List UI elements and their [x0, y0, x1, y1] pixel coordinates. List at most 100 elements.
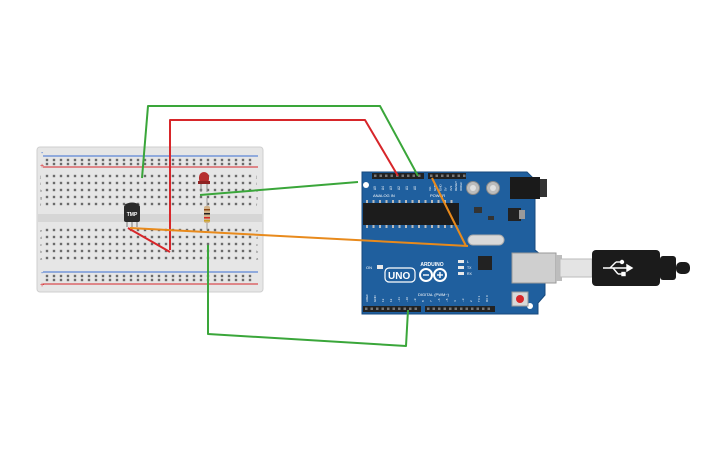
breadboard-hole[interactable] — [66, 249, 70, 253]
breadboard-hole[interactable] — [73, 235, 77, 239]
breadboard-hole[interactable] — [59, 174, 63, 178]
breadboard-hole[interactable] — [143, 174, 147, 178]
breadboard-hole[interactable] — [73, 202, 77, 206]
breadboard-hole[interactable] — [108, 274, 112, 278]
header-pin[interactable] — [482, 307, 485, 311]
breadboard-hole[interactable] — [136, 162, 140, 166]
breadboard-hole[interactable] — [227, 242, 231, 246]
breadboard-hole[interactable] — [185, 249, 189, 253]
breadboard-hole[interactable] — [199, 256, 203, 260]
breadboard-hole[interactable] — [150, 242, 154, 246]
breadboard-hole[interactable] — [178, 278, 182, 282]
breadboard-hole[interactable] — [143, 181, 147, 185]
breadboard-hole[interactable] — [45, 235, 49, 239]
breadboard-hole[interactable] — [220, 278, 224, 282]
breadboard-hole[interactable] — [150, 195, 154, 199]
breadboard-hole[interactable] — [122, 202, 126, 206]
breadboard-hole[interactable] — [248, 278, 252, 282]
breadboard-hole[interactable] — [171, 235, 175, 239]
breadboard-hole[interactable] — [73, 242, 77, 246]
breadboard-hole[interactable] — [143, 202, 147, 206]
breadboard-hole[interactable] — [199, 158, 203, 162]
header-pin[interactable] — [387, 307, 390, 311]
breadboard-hole[interactable] — [136, 195, 140, 199]
breadboard-hole[interactable] — [52, 228, 56, 232]
breadboard-hole[interactable] — [241, 158, 245, 162]
header-pin[interactable] — [443, 307, 447, 311]
breadboard-hole[interactable] — [150, 278, 154, 282]
breadboard-hole[interactable] — [45, 202, 49, 206]
breadboard-hole[interactable] — [178, 158, 182, 162]
breadboard-hole[interactable] — [178, 235, 182, 239]
header-pin[interactable] — [438, 307, 441, 311]
breadboard-hole[interactable] — [185, 274, 189, 278]
breadboard-hole[interactable] — [171, 174, 175, 178]
breadboard-hole[interactable] — [115, 158, 119, 162]
breadboard-hole[interactable] — [80, 162, 84, 166]
breadboard-hole[interactable] — [164, 195, 168, 199]
breadboard-hole[interactable] — [192, 278, 196, 282]
breadboard-hole[interactable] — [73, 162, 77, 166]
breadboard-hole[interactable] — [66, 274, 70, 278]
breadboard-hole[interactable] — [59, 235, 63, 239]
breadboard-hole[interactable] — [115, 256, 119, 260]
breadboard-hole[interactable] — [220, 235, 224, 239]
breadboard-hole[interactable] — [94, 242, 98, 246]
breadboard-hole[interactable] — [164, 256, 168, 260]
breadboard-hole[interactable] — [143, 188, 147, 192]
breadboard-hole[interactable] — [248, 162, 252, 166]
breadboard-hole[interactable] — [234, 181, 238, 185]
breadboard-hole[interactable] — [234, 202, 238, 206]
breadboard-hole[interactable] — [108, 278, 112, 282]
header-pin[interactable] — [365, 307, 368, 311]
breadboard-hole[interactable] — [248, 242, 252, 246]
breadboard-hole[interactable] — [108, 174, 112, 178]
breadboard-hole[interactable] — [52, 242, 56, 246]
breadboard-hole[interactable] — [52, 195, 56, 199]
breadboard-hole[interactable] — [94, 158, 98, 162]
breadboard-hole[interactable] — [59, 195, 63, 199]
breadboard-hole[interactable] — [227, 235, 231, 239]
breadboard-hole[interactable] — [234, 249, 238, 253]
wire-orange-to-header[interactable] — [431, 177, 467, 247]
breadboard-hole[interactable] — [241, 274, 245, 278]
breadboard-hole[interactable] — [220, 228, 224, 232]
breadboard-hole[interactable] — [94, 174, 98, 178]
breadboard-holes[interactable] — [45, 158, 252, 282]
breadboard-hole[interactable] — [115, 162, 119, 166]
breadboard-hole[interactable] — [101, 228, 105, 232]
header-pin[interactable] — [441, 174, 444, 178]
breadboard-hole[interactable] — [80, 181, 84, 185]
breadboard-hole[interactable] — [178, 256, 182, 260]
wire-green-led-to-d13[interactable] — [199, 181, 359, 196]
breadboard-hole[interactable] — [73, 228, 77, 232]
breadboard-hole[interactable] — [59, 202, 63, 206]
breadboard-hole[interactable] — [59, 228, 63, 232]
breadboard-hole[interactable] — [94, 235, 98, 239]
breadboard-hole[interactable] — [227, 174, 231, 178]
breadboard-hole[interactable] — [122, 278, 126, 282]
breadboard-hole[interactable] — [171, 158, 175, 162]
breadboard-hole[interactable] — [80, 188, 84, 192]
breadboard-hole[interactable] — [129, 249, 133, 253]
breadboard-hole[interactable] — [227, 162, 231, 166]
breadboard-hole[interactable] — [157, 249, 161, 253]
breadboard-hole[interactable] — [185, 242, 189, 246]
breadboard-hole[interactable] — [241, 195, 245, 199]
wire-orange-analog[interactable] — [129, 227, 469, 247]
breadboard-hole[interactable] — [108, 195, 112, 199]
breadboard-hole[interactable] — [157, 158, 161, 162]
breadboard-hole[interactable] — [150, 249, 154, 253]
breadboard-hole[interactable] — [248, 202, 252, 206]
breadboard-hole[interactable] — [206, 158, 210, 162]
breadboard-hole[interactable] — [122, 242, 126, 246]
breadboard-hole[interactable] — [45, 256, 49, 260]
breadboard-hole[interactable] — [101, 242, 105, 246]
breadboard-hole[interactable] — [206, 162, 210, 166]
breadboard-hole[interactable] — [164, 242, 168, 246]
breadboard-hole[interactable] — [213, 181, 217, 185]
header-pin[interactable] — [370, 307, 374, 311]
breadboard-hole[interactable] — [101, 181, 105, 185]
breadboard-hole[interactable] — [213, 228, 217, 232]
